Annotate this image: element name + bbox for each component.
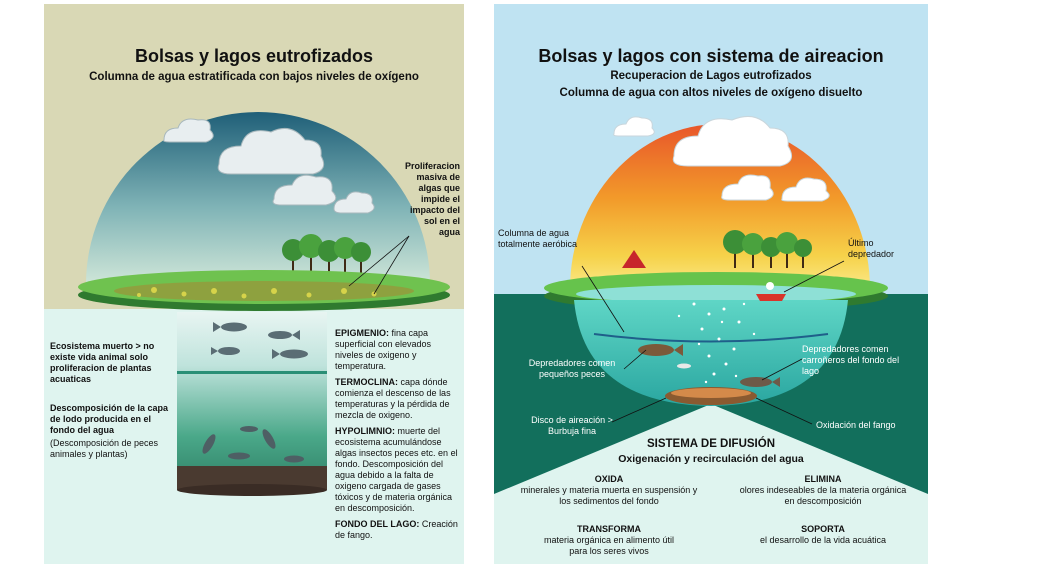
elimina-block: ELIMINA olores indeseables de la materia…: [718, 474, 928, 507]
sediment-note: (Descomposición de peces animales y plan…: [50, 438, 159, 459]
carrion-callout: Depredadores comen carroñeros del fondo …: [802, 344, 900, 376]
bubbles-icon: [677, 302, 756, 384]
top-predator-callout: Último depredador: [848, 238, 895, 259]
aerated-lake-panel: Bolsas y lagos con sistema de aireacion …: [494, 4, 928, 564]
fondo-section: FONDO DEL LAGO: Creación de fango.: [335, 519, 460, 541]
hypolimnio-term: HYPOLIMNIO:: [335, 426, 395, 436]
fondo-text: Creación de fango.: [335, 519, 458, 540]
sediment-label: Descomposición de la capa de lodo produc…: [50, 403, 169, 435]
dead-ecosystem-label: Ecosistema muerto > no existe vida anima…: [50, 341, 155, 384]
aeration-illustration: [494, 115, 928, 564]
oxida-title: OXIDA: [594, 474, 624, 484]
epigmnio-term: EPIGMENIO:: [335, 328, 390, 338]
page-title: Bolsas y lagos con sistema de aireacion: [538, 46, 884, 66]
cloud-icon: [217, 127, 337, 206]
aeration-disc-callout: Disco de aireación > Burbuja fina: [531, 415, 613, 436]
epigmnio-text: fina capa superficial con elevados nivel…: [335, 328, 432, 371]
soporta-title: SOPORTA: [801, 524, 845, 534]
boat-icon: [756, 294, 786, 301]
page-subtitle: Columna de agua estratificada con bajos …: [89, 71, 419, 83]
algae-bloom: [114, 281, 414, 301]
diffusion-system-subtitle: Oxigenación y recirculación del agua: [618, 453, 804, 465]
transforma-block: TRANSFORMA materia orgánica en alimento …: [504, 524, 714, 557]
cloud-icon: [672, 115, 793, 201]
aerobic-column-callout: Columna de agua totalmente aeróbica: [498, 228, 578, 249]
thermocline-line: [177, 371, 327, 374]
fish-icon: [638, 344, 780, 387]
diffusion-system-title: SISTEMA DE DIFUSIÓN: [647, 438, 775, 450]
termoclina-section: TERMOCLINA: capa dónde comienza el desce…: [335, 377, 460, 421]
transforma-text: materia orgánica en alimento útil para l…: [543, 535, 675, 556]
page-subtitle-1: Recuperacion de Lagos eutrofizados: [610, 70, 812, 82]
soporta-text: el desarrollo de la vida acuática: [759, 535, 887, 545]
tree-icon: [723, 230, 812, 268]
info-triangle-bg: [494, 404, 928, 564]
tent-icon: [622, 250, 646, 268]
elimina-title: ELIMINA: [804, 474, 842, 484]
oxida-text: minerales y materia muerta en suspensión…: [520, 485, 698, 506]
cloud-icon: [163, 118, 375, 214]
hypolimnio-section: HYPOLIMNIO: muerte del ecosistema acumul…: [335, 426, 460, 514]
tree-icon: [282, 234, 371, 273]
eutrophic-illustration: [44, 112, 464, 564]
transforma-title: TRANSFORMA: [577, 524, 641, 534]
algae-callout: Proliferacion masiva de algas que impide…: [404, 161, 460, 237]
eutrophic-lake-panel: Bolsas y lagos eutrofizados Columna de a…: [44, 4, 464, 564]
stratified-water-column: [177, 312, 327, 490]
strata-descriptions: EPIGMENIO: fina capa superficial con ele…: [335, 328, 460, 546]
dead-fish-icon: [202, 426, 304, 463]
oxida-block: OXIDA minerales y materia muerta en susp…: [504, 474, 714, 507]
elimina-text: olores indeseables de la materia orgánic…: [739, 485, 907, 506]
small-fish-callout: Depredadores comen pequeños peces: [528, 358, 616, 379]
fish-icon: [211, 322, 308, 359]
soporta-block: SOPORTA el desarrollo de la vida acuátic…: [718, 524, 928, 546]
termoclina-term: TERMOCLINA:: [335, 377, 398, 387]
hypolimnio-text: muerte del ecosistema acumulándose algas…: [335, 426, 458, 513]
termoclina-text: capa dónde comienza el descenso de las t…: [335, 377, 451, 420]
page-title: Bolsas y lagos eutrofizados: [134, 46, 374, 66]
epigmnio-section: EPIGMENIO: fina capa superficial con ele…: [335, 328, 460, 372]
mud-oxidation-callout: Oxidación del fango: [816, 420, 896, 430]
page-subtitle-2: Columna de agua con altos niveles de oxí…: [559, 87, 863, 99]
cloud-icon: [613, 116, 830, 202]
fondo-term: FONDO DEL LAGO:: [335, 519, 420, 529]
